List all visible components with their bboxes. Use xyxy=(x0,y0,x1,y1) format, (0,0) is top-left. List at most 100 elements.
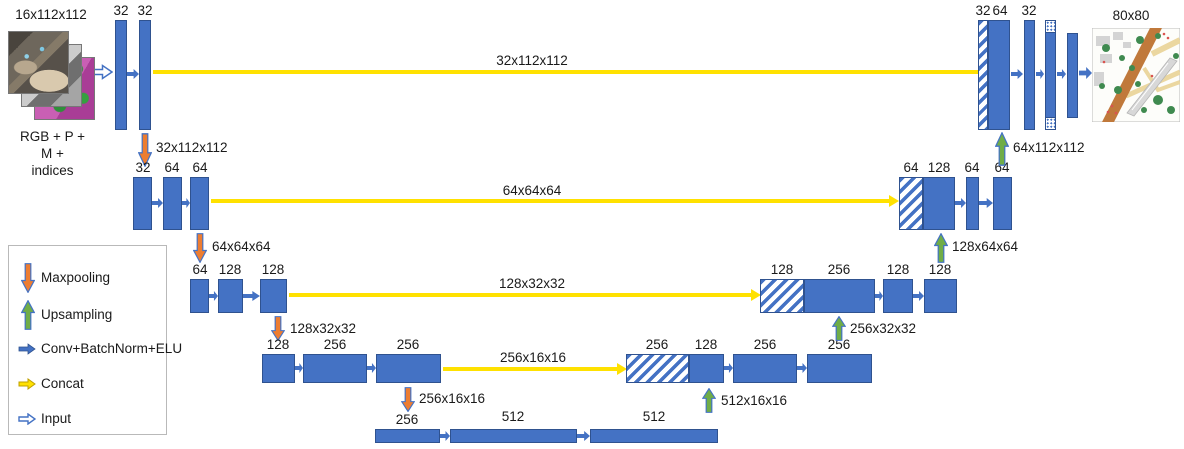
concat-icon xyxy=(18,378,36,390)
bar-channel-label: 32 xyxy=(135,160,151,175)
upsample-arrow-1 xyxy=(995,132,1009,166)
bar-channel-label: 128 xyxy=(928,262,952,277)
conv-arrow xyxy=(1057,69,1066,79)
conv-arrow xyxy=(440,431,450,441)
bottleneck-bar3 xyxy=(590,429,718,443)
dec2-bar3 xyxy=(993,177,1012,230)
enc4-bar3 xyxy=(376,354,441,383)
conv-arrow xyxy=(152,198,163,208)
dec1-output-bar xyxy=(1067,33,1078,118)
conv-arrow xyxy=(367,363,376,373)
conv-arrow xyxy=(1036,69,1044,79)
conv-batchnorm-elu-icon xyxy=(18,343,36,355)
bar-channel-label: 512 xyxy=(642,409,666,424)
dec3-bar2 xyxy=(883,279,913,313)
legend-label-maxpooling: Maxpooling xyxy=(41,270,111,285)
bar-channel-label: 128 xyxy=(261,262,285,277)
legend-label-upsampling: Upsampling xyxy=(41,307,113,322)
input-caption: RGB + P + M + indices xyxy=(19,129,86,178)
bar-channel-label: 64 xyxy=(994,160,1010,175)
dec1-bar2 xyxy=(1024,20,1035,130)
conv-arrow xyxy=(577,431,590,441)
bar-channel-label: 128 xyxy=(266,337,290,352)
upsample-arrow-4 xyxy=(702,388,716,413)
dec4-bar3 xyxy=(807,354,872,383)
bar-channel-label: 256 xyxy=(395,412,419,427)
input-size-label: 16x112x112 xyxy=(15,7,87,22)
input-image-rgb xyxy=(8,31,69,94)
conv-arrow xyxy=(724,363,733,373)
upsample-arrow-2 xyxy=(934,233,948,263)
conv-arrow xyxy=(1011,69,1023,79)
skip-connection-3 xyxy=(289,293,751,297)
output-size-label: 80x80 xyxy=(1112,8,1150,23)
conv-arrow xyxy=(875,291,883,301)
up-dim-label-2: 128x64x64 xyxy=(952,239,1019,254)
bar-channel-label: 256 xyxy=(827,337,851,352)
dec2-concat-skip-bar xyxy=(899,177,923,230)
bar-channel-label: 32 xyxy=(975,3,991,18)
skip-arrowhead-2 xyxy=(889,195,899,207)
skip-dim-label-4: 256x16x16 xyxy=(499,350,567,365)
up-dim-label-3: 256x32x32 xyxy=(850,321,917,336)
dec3-bar3 xyxy=(924,279,957,313)
legend-box: Maxpooling Upsampling Conv+BatchNorm+ELU… xyxy=(8,245,182,435)
conv-arrow xyxy=(955,198,966,208)
dec1-concat-skip-bar xyxy=(978,20,988,130)
bar-channel-label: 64 xyxy=(964,160,980,175)
bar-channel-label: 256 xyxy=(827,262,851,277)
bar-channel-label: 128 xyxy=(927,160,951,175)
dec3-concat-skip-bar xyxy=(760,279,804,313)
output-map-image xyxy=(1092,28,1180,122)
maxpool-arrow-3 xyxy=(271,316,285,341)
dec3-upsampled-bar xyxy=(804,279,875,313)
crop-border-bottom xyxy=(1045,117,1056,130)
pool-dim-label-3: 128x32x32 xyxy=(290,321,357,336)
pool-dim-label-4: 256x16x16 xyxy=(419,391,486,406)
dec2-bar2 xyxy=(966,177,979,230)
conv-arrow xyxy=(979,198,993,208)
conv-arrow xyxy=(182,198,190,208)
bar-channel-label: 32 xyxy=(1021,3,1037,18)
maxpool-arrow-2 xyxy=(193,233,207,263)
pool-dim-label-2: 64x64x64 xyxy=(212,239,271,254)
conv-arrow xyxy=(243,291,260,301)
skip-connection-1 xyxy=(153,70,984,74)
enc2-bar2 xyxy=(163,177,182,230)
skip-dim-label-3: 128x32x32 xyxy=(498,276,566,291)
pool-dim-label-1: 32x112x112 xyxy=(156,140,228,155)
maxpooling-icon xyxy=(21,263,35,293)
dec4-concat-skip-bar xyxy=(626,354,689,383)
bar-channel-label: 64 xyxy=(164,160,180,175)
skip-dim-label-1: 32x112x112 xyxy=(496,53,568,68)
bar-channel-label: 128 xyxy=(218,262,242,277)
upsample-arrow-3 xyxy=(832,316,846,341)
output-arrow xyxy=(1079,67,1092,79)
skip-dim-label-2: 64x64x64 xyxy=(502,183,562,198)
conv-arrow xyxy=(127,69,139,79)
up-dim-label-4: 512x16x16 xyxy=(721,393,788,408)
dec1-crop-bar xyxy=(1045,20,1056,130)
input-legend-icon xyxy=(18,413,36,425)
conv-arrow xyxy=(913,291,924,301)
bar-channel-label: 32 xyxy=(137,3,153,18)
bar-channel-label: 512 xyxy=(501,409,525,424)
enc3-bar2 xyxy=(218,279,243,313)
bar-channel-label: 64 xyxy=(192,262,208,277)
bar-channel-label: 256 xyxy=(645,337,669,352)
dec2-upsampled-bar xyxy=(923,177,955,230)
dec4-upsampled-bar xyxy=(689,354,724,383)
crop-border-top xyxy=(1045,20,1056,33)
bar-channel-label: 32 xyxy=(113,3,129,18)
dec1-upsampled-bar xyxy=(988,20,1010,130)
conv-arrow xyxy=(797,363,807,373)
enc2-bar1 xyxy=(133,177,152,230)
maxpool-arrow-4 xyxy=(401,387,415,412)
enc1-bar1 xyxy=(115,20,127,130)
bar-channel-label: 64 xyxy=(903,160,919,175)
legend-label-conv: Conv+BatchNorm+ELU xyxy=(41,341,183,356)
bottleneck-bar1 xyxy=(375,429,440,443)
conv-arrow xyxy=(295,363,303,373)
legend-label-input: Input xyxy=(41,411,72,426)
